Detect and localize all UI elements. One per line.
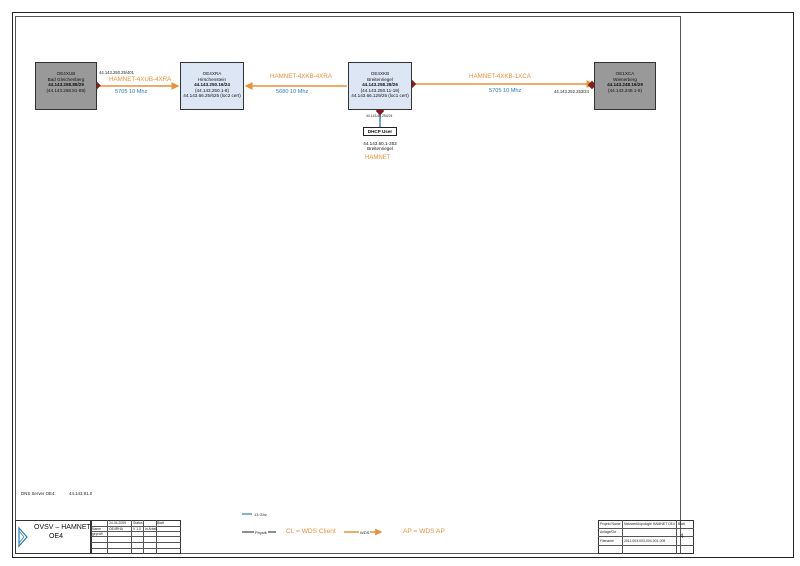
title-version: V 1.0	[133, 527, 141, 531]
node-net: 44.143.250.16/24	[194, 82, 230, 88]
title-location-label: Anlage/Ort	[600, 530, 617, 534]
node-net: 44.143.258.28/26	[362, 82, 398, 88]
dhcp-range: 44.143.60.1-253	[363, 141, 397, 146]
node-name: OE4XRA	[202, 71, 222, 76]
node-name: OE4XUB	[56, 71, 76, 76]
dhcp-box[interactable]: DHCP User	[363, 127, 397, 136]
legend-physik: Physik	[254, 530, 268, 535]
node-range: (44.143.250.1-8)	[195, 87, 229, 93]
node-range-extra: 44.143.66.129/25 (loc1 cert)	[351, 93, 409, 99]
title-block-logo	[15, 520, 91, 554]
title-project: Netzwerktopologie HAMNET OE4	[624, 522, 675, 526]
dhcp-network: HAMNET	[365, 155, 391, 161]
node-location: Bad Gleichenberg	[47, 76, 85, 82]
title-blatt: Blatt	[157, 521, 164, 525]
legend-13ghz: 13 Ghz	[254, 512, 267, 517]
title-file: 2011-003-003-004-001-005	[624, 539, 666, 543]
legend-wds: WDS	[359, 530, 371, 535]
title-block-project	[598, 520, 694, 554]
node-oe4xkb[interactable]: OE4XKB Breitenriegel 44.143.258.28/26 (4…	[348, 62, 412, 110]
node-location: Wienerberg	[613, 76, 637, 82]
node-range-extra: 44.143.66.25/625 (loc2 cert)	[183, 93, 241, 99]
link2-freq: 5680 10 Mhz	[276, 89, 309, 95]
node-range: (44.143.268.81-88)	[46, 87, 86, 93]
title-date: 24.04.2009	[109, 521, 126, 525]
node-location: Hirschenstein	[198, 76, 226, 82]
dns-ip: 44.143.91.0	[69, 491, 93, 496]
dns-label: DNS Server OE4:	[21, 491, 56, 496]
title-region: OE4	[49, 533, 64, 540]
node-oe1xca[interactable]: OE1XCA Wienerberg 44.143.248.16/29 (44.1…	[594, 62, 656, 110]
link1-name: HAMNET-4XUB-4XRA	[109, 76, 172, 83]
node-net: 44.143.268.88/29	[48, 82, 84, 88]
node-oe4xub[interactable]: OE4XUB Bad Gleichenberg 44.143.268.88/29…	[35, 62, 97, 110]
title-sheet: 4	[680, 534, 684, 540]
title-block-revision	[91, 520, 181, 554]
title-org: OVSV – HAMNET	[34, 524, 91, 531]
link3-name: HAMNET-4XKB-1XCA	[469, 73, 531, 80]
dhcp-location: Breitenriegel	[367, 146, 393, 151]
title-name-label: Name	[92, 527, 102, 531]
node-oe4xra[interactable]: OE4XRA Hirschenstein 44.143.250.16/24 (4…	[180, 62, 244, 110]
dhcp-port-ip: 44.143.60.254/24	[366, 114, 393, 118]
link1-ip: 44.143.250.25/401	[99, 70, 134, 75]
hamnet-logo-shape	[18, 526, 28, 548]
node-name: OE4XKB	[370, 71, 390, 76]
node-location: Breitenriegel	[367, 76, 393, 82]
title-checked: geprüft	[92, 532, 103, 536]
legend-ap: AP = WDS AP	[403, 528, 445, 535]
link3-freq: 5705 10 Mhz	[489, 88, 522, 94]
node-range: (44.143.248.1-8)	[608, 87, 642, 93]
title-status-value: in Arbeit	[145, 527, 158, 531]
title-file-label: Filename	[600, 539, 614, 543]
link2-name: HAMNET-4XKB-4XRA	[270, 73, 332, 80]
title-project-label: Projekt Name	[600, 522, 621, 526]
title-sheet-label: Blatt	[678, 522, 685, 526]
node-range: (44.143.250.11-19)	[360, 87, 400, 93]
node-net: 44.143.248.16/29	[607, 82, 643, 88]
title-name: OE4RHA	[109, 527, 123, 531]
legend-cl: CL = WDS Client	[286, 528, 336, 535]
drawing-area	[15, 16, 681, 554]
sheet-frame	[12, 12, 794, 558]
link1-freq: 5705 10 Mhz	[115, 89, 148, 95]
title-status: Status	[133, 521, 143, 525]
link3-ip: 44.143.252.253/24	[554, 89, 589, 94]
node-name: OE1XCA	[615, 71, 635, 76]
